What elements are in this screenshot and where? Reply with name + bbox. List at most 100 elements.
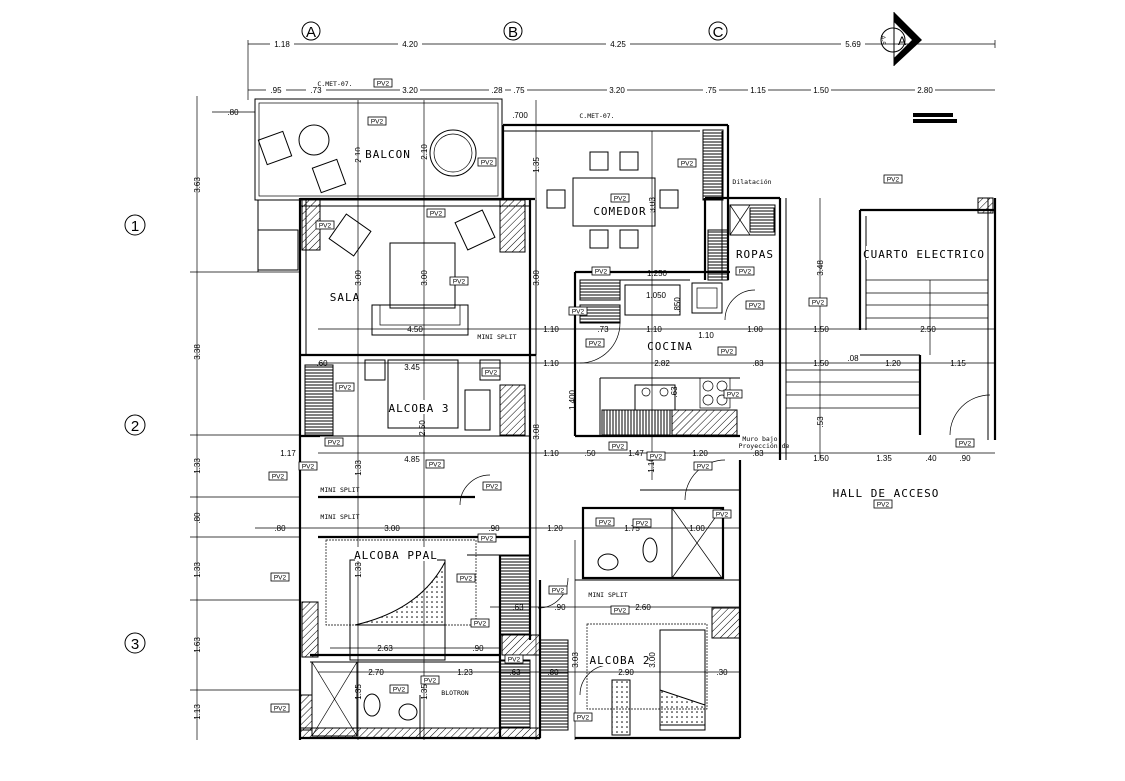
c-met-note: C.MET-07. [579,112,614,120]
pv2-tag-label: PV2 [328,440,341,447]
svg-text:.80: .80 [547,668,559,677]
blotron-note: BLOTRON [441,689,468,697]
muro-bajo-note: Muro bajo [742,435,777,443]
pv2-tag-label: PV2 [681,161,694,168]
pv2-tag-label: PV2 [959,441,972,448]
coffee-table [389,242,456,309]
svg-text:3.00: 3.00 [420,270,429,286]
svg-text:.80: .80 [274,524,286,533]
svg-text:3.03: 3.03 [571,652,580,668]
pv2-tag-label: PV2 [508,657,521,664]
legend-bars [913,113,957,123]
svg-text:1.35: 1.35 [354,684,363,700]
pv2-tag: PV2 [808,297,828,307]
svg-text:3.00: 3.00 [384,524,400,533]
bed-alcoba-3 [387,359,459,429]
svg-text:.83: .83 [752,449,764,458]
room-alcoba-ppal: ALCOBA PPAL [354,549,438,562]
svg-text:1.33: 1.33 [193,562,202,578]
svg-text:1.17: 1.17 [280,449,296,458]
grid-column-a: A [306,24,316,41]
room-cuarto-electrico: CUARTO ELECTRICO [863,248,985,261]
svg-text:3.20: 3.20 [609,86,625,95]
pv2-tag: PV2 [426,208,446,218]
left-dimensions: 3.63 3.38 1.33 .80 1.33 1.63 1.13 .80 [190,96,300,740]
washbasin-icon [398,703,418,721]
svg-text:4.25: 4.25 [610,40,626,49]
pv2-tag-label: PV2 [572,309,585,316]
pv2-tag-label: PV2 [430,211,443,218]
pv2-tag-label: PV2 [319,223,332,230]
pv2-tag: PV2 [723,389,743,399]
svg-text:.90: .90 [554,603,566,612]
pv2-tag: PV2 [373,78,393,88]
svg-text:1.10: 1.10 [646,325,662,334]
svg-text:.63: .63 [670,386,679,398]
pv2-tag-label: PV2 [812,300,825,307]
svg-text:.28: .28 [491,86,503,95]
mini-split-note: MINI SPLIT [320,486,359,494]
svg-text:4.20: 4.20 [402,40,418,49]
pv2-tag-label: PV2 [589,341,602,348]
pv2-tag: PV2 [504,654,524,664]
svg-text:3.20: 3.20 [402,86,418,95]
svg-text:2.80: 2.80 [917,86,933,95]
svg-text:1.35: 1.35 [876,454,892,463]
pv2-tag-label: PV2 [650,454,663,461]
grid-row-1: 1 [131,218,139,235]
pv2-tag-label: PV2 [474,621,487,628]
toilet-icon [363,693,381,717]
svg-text:.90: .90 [488,524,500,533]
pv2-tag: PV2 [883,174,903,184]
toilet-icon [642,537,658,563]
svg-text:1.250: 1.250 [647,269,668,278]
pv2-tag: PV2 [568,306,588,316]
svg-text:1.10: 1.10 [698,331,714,340]
svg-text:.30: .30 [716,668,728,677]
grid-column-b: B [508,24,518,41]
pv2-tag-label: PV2 [481,160,494,167]
mini-split-note: MINI SPLIT [588,591,627,599]
grid-row-3: 3 [131,636,139,653]
bed-alcoba-2 [659,629,706,731]
pv2-tag: PV2 [268,471,288,481]
pv2-tag-label: PV2 [697,464,710,471]
svg-text:1.00: 1.00 [689,524,705,533]
svg-text:1.400: 1.400 [568,389,577,410]
pv2-tag: PV2 [420,675,440,685]
svg-text:2.60: 2.60 [635,603,651,612]
room-alcoba-3: ALCOBA 3 [389,402,450,415]
grid-bubbles: A B C 1 2 3 [124,21,728,654]
svg-text:2.50: 2.50 [418,420,427,436]
svg-text:1.10: 1.10 [543,449,559,458]
pv2-tag: PV2 [717,346,737,356]
pv2-tag-label: PV2 [339,385,352,392]
pv2-tag-label: PV2 [274,575,287,582]
pv2-tag: PV2 [632,518,652,528]
pv2-tag: PV2 [585,338,605,348]
pv2-tag: PV2 [873,499,893,509]
pv2-tag: PV2 [270,572,290,582]
svg-text:1.47: 1.47 [628,449,644,458]
svg-text:1.18: 1.18 [274,40,290,49]
pv2-tag-label: PV2 [577,715,590,722]
pv2-tag: PV2 [955,438,975,448]
section-marker-icon: A A-5 [879,12,922,66]
svg-text:1.75: 1.75 [624,524,640,533]
svg-text:2.82: 2.82 [654,359,670,368]
svg-text:1.23: 1.23 [457,668,473,677]
pv2-tag-label: PV2 [614,608,627,615]
pv2-tag: PV2 [481,367,501,377]
pv2-tag: PV2 [595,517,615,527]
pv2-tag-label: PV2 [612,444,625,451]
svg-text:1.35: 1.35 [532,157,541,173]
balcony-table [298,124,330,156]
pv2-tag-label: PV2 [887,177,900,184]
svg-text:.90: .90 [472,644,484,653]
svg-text:.80: .80 [193,512,202,524]
svg-text:.53: .53 [816,416,825,428]
svg-text:3.03: 3.03 [648,197,657,213]
pv2-tag-label: PV2 [424,678,437,685]
grid-column-c: C [713,24,724,41]
